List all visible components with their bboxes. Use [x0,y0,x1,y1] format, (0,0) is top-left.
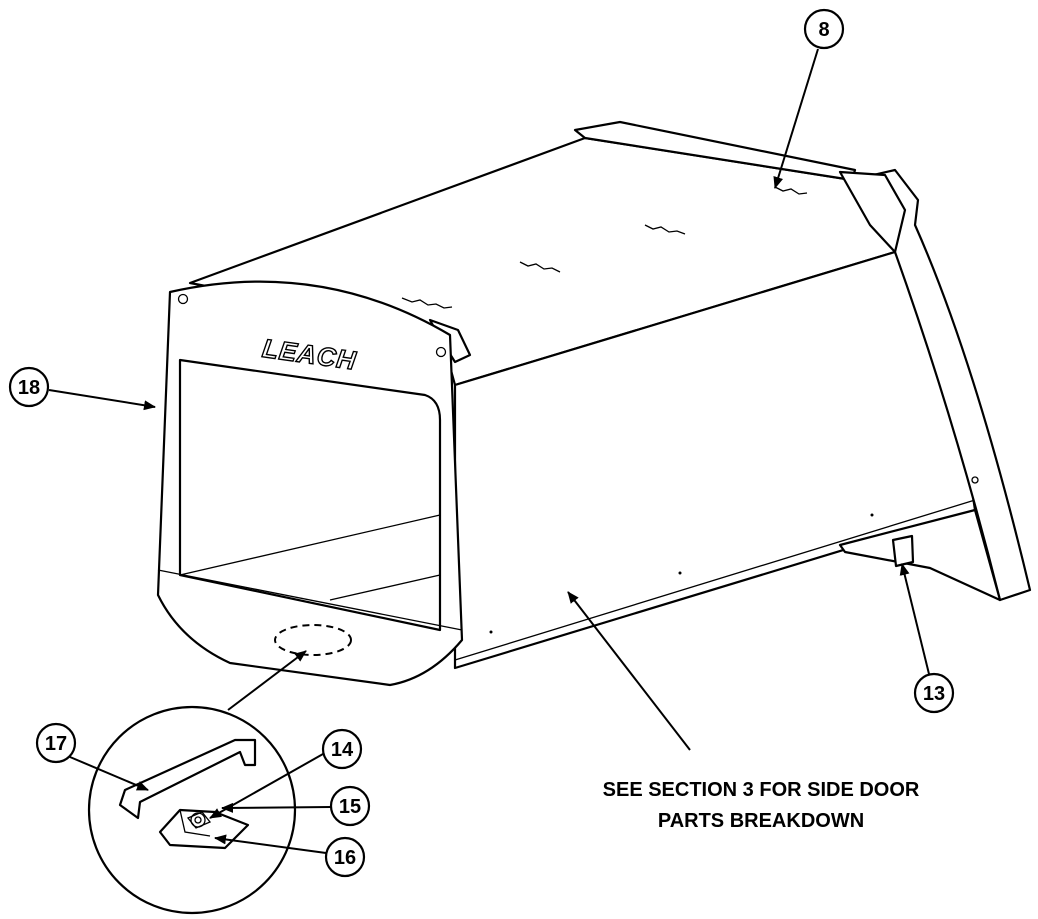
callout-15: 15 [221,785,371,827]
svg-text:15: 15 [339,796,361,818]
note-line-2: PARTS BREAKDOWN [658,810,864,832]
side-door-note: SEE SECTION 3 FOR SIDE DOOR PARTS BREAKD… [603,779,920,832]
callout-8: 8 [773,8,845,189]
detail-location-marker [274,624,352,656]
detail-connector-arrow [227,650,307,711]
callout-13: 13 [899,563,955,714]
svg-text:8: 8 [818,19,829,41]
svg-text:13: 13 [923,683,945,705]
side-door-arrow [567,591,691,751]
callout-18: 18 [8,366,156,411]
note-line-1: SEE SECTION 3 FOR SIDE DOOR [603,779,920,801]
callout-16: 16 [214,834,366,878]
callout-17: 17 [35,722,149,791]
svg-text:16: 16 [334,847,356,869]
svg-text:14: 14 [331,739,354,761]
hopper-body [188,120,1032,670]
svg-text:17: 17 [45,733,67,755]
detail-view [87,705,297,915]
front-panel: LEACH [156,280,464,687]
svg-text:18: 18 [18,377,40,399]
